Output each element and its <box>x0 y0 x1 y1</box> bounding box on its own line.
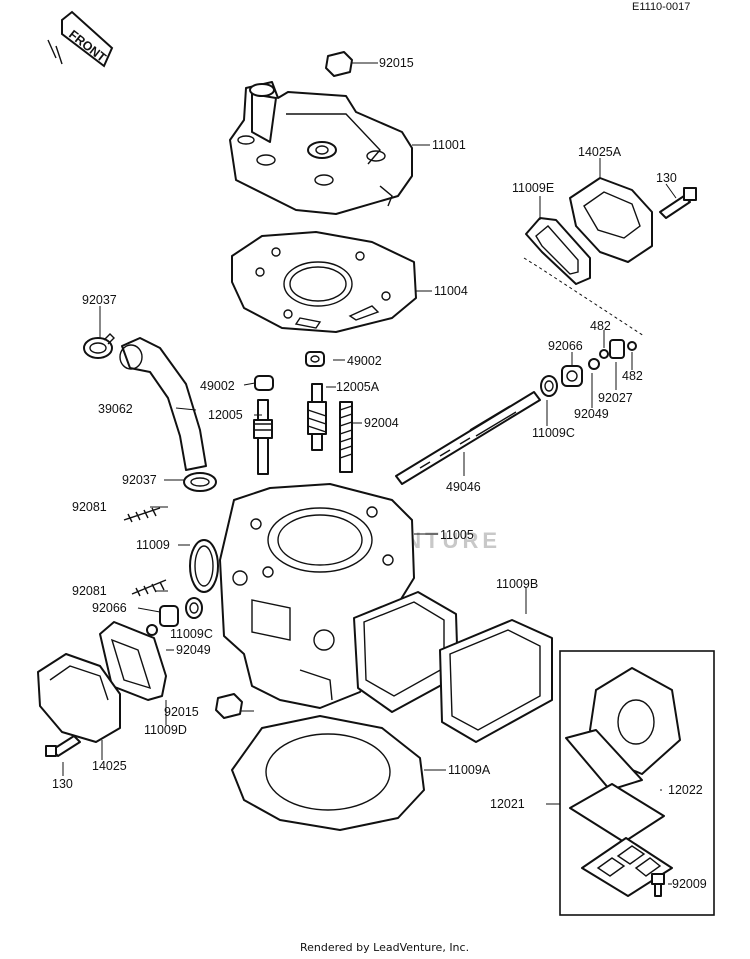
screw-92009 <box>651 873 665 897</box>
part-label-39062: 39062 <box>98 402 133 416</box>
front-arrow-icon: FRONT <box>47 10 114 68</box>
part-label-92049-right: 92049 <box>574 407 609 421</box>
seal-92066-left <box>159 605 179 627</box>
part-label-11009: 11009 <box>136 538 170 552</box>
o-ring-92049-right <box>588 358 600 370</box>
part-label-14025: 14025 <box>92 759 127 773</box>
cover-14025A <box>569 177 653 263</box>
circlip-482-b <box>627 341 637 351</box>
spring-92081-top <box>123 507 161 523</box>
cover-14025 <box>37 653 121 743</box>
part-label-92009: 92009 <box>672 877 707 891</box>
part-label-92049-left: 92049 <box>176 643 211 657</box>
part-label-11009E: 11009E <box>512 181 554 195</box>
part-label-92066-right: 92066 <box>548 339 583 353</box>
stud-92004 <box>339 401 353 473</box>
part-label-11005: 11005 <box>440 528 474 542</box>
spring-92081-bottom <box>131 579 167 597</box>
part-label-482-bottom: 482 <box>622 369 643 383</box>
part-label-92081-top: 92081 <box>72 500 107 514</box>
seal-92066-right <box>561 365 583 387</box>
part-label-11001: 11001 <box>432 138 466 152</box>
part-label-92004: 92004 <box>364 416 399 430</box>
footer-credit: Rendered by LeadVenture, Inc. <box>300 941 469 954</box>
water-hose-39062 <box>119 337 207 471</box>
part-label-92081-bottom: 92081 <box>72 584 107 598</box>
part-label-130-top: 130 <box>656 171 677 185</box>
part-label-49046: 49046 <box>446 480 481 494</box>
bolt-130-bottom <box>45 735 81 757</box>
part-label-130-bottom: 130 <box>52 777 73 791</box>
base-gasket-11009A <box>231 715 425 831</box>
diagram-code: E1110-0017 <box>632 1 690 13</box>
hose-clamp-92037-bottom <box>183 472 217 492</box>
head-gasket-11004 <box>231 231 417 333</box>
part-label-12022: 12022 <box>668 783 703 797</box>
part-label-12005: 12005 <box>208 408 243 422</box>
part-label-12005A: 12005A <box>336 380 380 394</box>
bolt-92027 <box>609 339 625 359</box>
part-label-11009C-right: 11009C <box>532 426 575 440</box>
bushing-49002-left <box>254 375 274 391</box>
part-label-14025A: 14025A <box>578 145 622 159</box>
part-label-92015-bottom: 92015 <box>164 705 199 719</box>
o-ring-11009 <box>189 539 219 593</box>
reed-gasket-11009B <box>353 591 553 743</box>
nut-92015-top <box>325 51 353 77</box>
leader-lines <box>62 62 677 885</box>
part-label-92027: 92027 <box>598 391 633 405</box>
o-ring-92049-left <box>146 624 158 636</box>
part-label-92037-top: 92037 <box>82 293 117 307</box>
hose-clamp-92037-top <box>83 333 115 359</box>
part-label-92037-bottom: 92037 <box>122 473 157 487</box>
bolt-130-top <box>659 187 697 219</box>
washer-11009C-right <box>540 375 558 397</box>
part-label-49002-left: 49002 <box>200 379 235 393</box>
part-label-11009A: 11009A <box>448 763 491 777</box>
part-label-92066-left: 92066 <box>92 601 127 615</box>
gasket-11009D <box>99 621 167 701</box>
bushing-49002-right <box>305 351 325 367</box>
part-label-11009D: 11009D <box>144 723 187 737</box>
reed-valve-box-12021 <box>559 650 715 916</box>
washer-11009C-left <box>185 597 203 619</box>
gasket-11009E <box>525 217 591 285</box>
part-label-11009B: 11009B <box>496 577 538 591</box>
part-label-11009C-left: 11009C <box>170 627 213 641</box>
rod-49046 <box>395 391 541 485</box>
reed-valve-12022 <box>565 667 681 897</box>
shaft-12005 <box>253 399 273 475</box>
part-label-92015-top: 92015 <box>379 56 414 70</box>
part-labels: 92015 11001 14025A 11009E 130 11004 9203… <box>52 56 707 891</box>
cylinder-head-11001 <box>229 81 413 215</box>
nut-92015-bottom <box>215 693 243 719</box>
part-label-49002-right: 49002 <box>347 354 382 368</box>
circlip-482-a <box>599 349 609 359</box>
shaft-12005A <box>307 383 327 451</box>
part-label-12021: 12021 <box>490 797 525 811</box>
part-label-11004: 11004 <box>434 284 468 298</box>
part-label-482-top: 482 <box>590 319 611 333</box>
